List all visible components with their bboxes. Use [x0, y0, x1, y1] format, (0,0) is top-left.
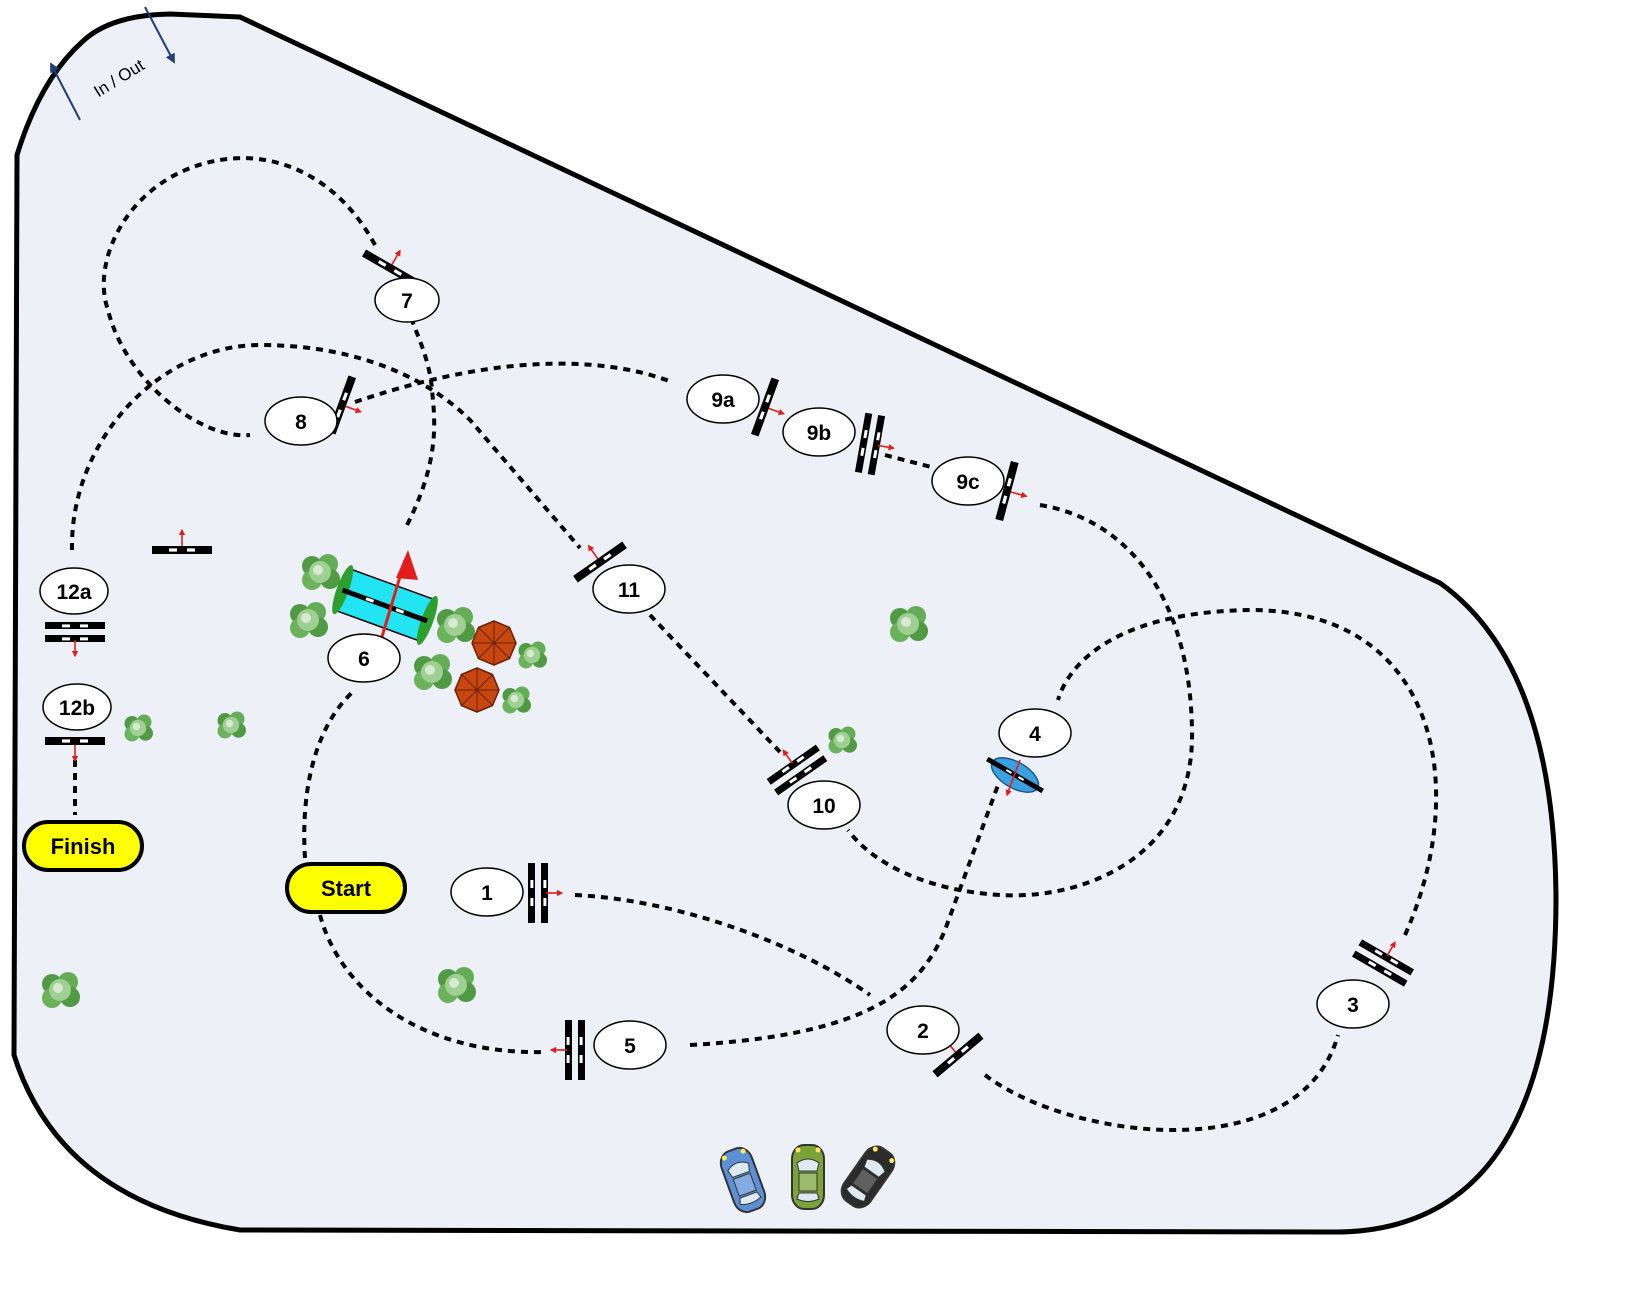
finish-marker: Finish: [22, 820, 144, 872]
svg-text:11: 11: [618, 579, 641, 602]
station-4: 4: [998, 708, 1072, 758]
svg-text:4: 4: [1029, 723, 1041, 746]
bridge-obstacle: [332, 565, 438, 645]
svg-text:3: 3: [1347, 994, 1359, 1017]
station-5: 5: [593, 1020, 667, 1070]
station-2: 2: [886, 1005, 960, 1055]
svg-text:12b: 12b: [59, 697, 95, 720]
station-1: 1: [450, 867, 524, 917]
station-3: 3: [1316, 979, 1390, 1029]
start-marker: Start: [285, 862, 407, 914]
station-9c: 9c: [931, 456, 1005, 506]
bridge-arrowhead: [396, 550, 418, 580]
station-6: 6: [327, 633, 401, 683]
svg-text:1: 1: [481, 882, 493, 905]
station-11: 11: [592, 564, 666, 614]
station-8: 8: [264, 396, 338, 446]
svg-text:12a: 12a: [56, 581, 91, 604]
svg-text:7: 7: [401, 290, 413, 313]
station-12b: 12b: [42, 683, 112, 731]
station-12a: 12a: [39, 567, 109, 615]
station-7: 7: [374, 277, 440, 323]
svg-text:2: 2: [917, 1020, 929, 1043]
station-labels: 1 2 3 4 5 6 7 8 9a 9b 9c 10 11 12a 12b: [39, 277, 1390, 1070]
svg-text:9b: 9b: [807, 422, 832, 445]
station-4-arrow: [1005, 759, 1021, 797]
svg-text:10: 10: [812, 795, 835, 818]
start-label: Start: [321, 876, 372, 901]
svg-text:5: 5: [624, 1035, 636, 1058]
svg-text:9a: 9a: [711, 389, 735, 412]
svg-text:9c: 9c: [956, 471, 980, 494]
station-9b: 9b: [782, 407, 856, 457]
driving-path: [69, 156, 1439, 1132]
svg-text:6: 6: [358, 648, 370, 671]
finish-label: Finish: [51, 834, 116, 859]
station-10: 10: [787, 780, 861, 830]
svg-text:8: 8: [295, 411, 307, 434]
green-car-icon: [791, 1144, 825, 1210]
station-9a: 9a: [686, 374, 760, 424]
